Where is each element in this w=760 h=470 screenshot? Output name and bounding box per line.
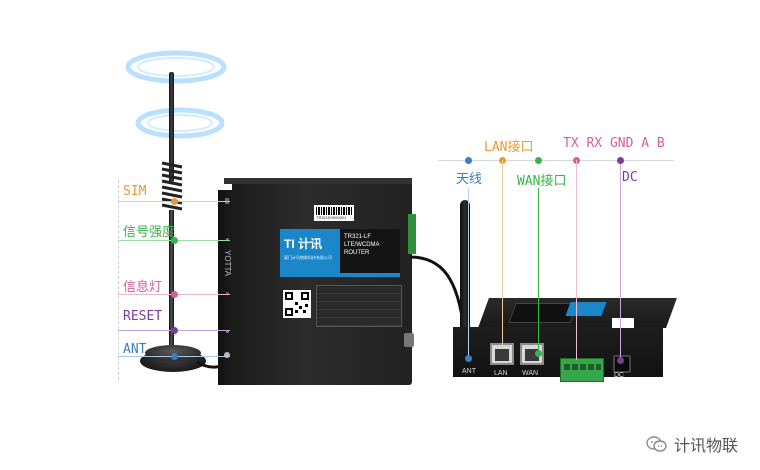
callout-sim-dot	[171, 198, 178, 205]
callout-wan-dot	[535, 157, 542, 164]
callout-antenna-label: 天线	[456, 172, 483, 187]
brand-company-text: 厦门计讯物联科技有限公司	[284, 255, 332, 260]
callout-signal-label: 信号强度	[123, 225, 176, 240]
model-network: LTE/WCDMA	[344, 242, 380, 248]
info-led	[226, 292, 229, 295]
serial-terminal-block	[560, 358, 604, 382]
callout-reset-dot	[171, 327, 178, 334]
callout-info-led-label: 信息灯	[123, 280, 163, 295]
callout-dc-label: DC	[622, 170, 638, 185]
signal-glow	[125, 50, 227, 139]
rear-barcode	[612, 318, 634, 328]
port-label-wan: WAN	[522, 370, 539, 377]
callout-signal-dot	[171, 237, 178, 244]
serial-sticker: TR321E0000001	[314, 205, 354, 221]
side-brand-text: YOTTA	[223, 250, 232, 277]
callout-ant-dot	[171, 353, 178, 360]
spec-table	[316, 285, 402, 327]
qr-code	[283, 290, 311, 318]
callout-reset-label: RESET	[123, 309, 163, 324]
model-name: TR321-LF	[344, 234, 372, 240]
callout-ant-label: ANT	[123, 342, 147, 357]
callout-info-led-dot	[171, 291, 178, 298]
rear-brand-label	[565, 302, 607, 316]
callout-serial-label: TX RX GND A B	[563, 136, 665, 151]
lan-port	[490, 343, 514, 365]
callout-dc-dot	[617, 157, 624, 164]
antenna-right	[460, 200, 470, 368]
port-label-dc: DC	[614, 372, 625, 379]
callout-wan-label: WAN接口	[517, 174, 567, 189]
ant-connector	[224, 352, 230, 358]
wechat-icon	[646, 436, 667, 452]
watermark: 计讯物联	[646, 432, 738, 456]
antenna-coil	[161, 161, 183, 211]
watermark-text: 计讯物联	[673, 436, 738, 455]
model-type: ROUTER	[344, 250, 370, 256]
reset-button	[226, 330, 229, 333]
callout-sim-label: SIM	[123, 184, 147, 199]
port-label-ant: ANT	[462, 368, 476, 375]
callout-antenna-dot	[465, 157, 472, 164]
signal-led	[226, 238, 229, 241]
model-text-block: TR321-LF LTE/WCDMA ROUTER	[340, 229, 400, 273]
port-label-lan: LAN	[494, 370, 508, 377]
brand-logo: TI 计讯	[284, 237, 322, 251]
callout-lan-label: LAN接口	[484, 140, 534, 155]
